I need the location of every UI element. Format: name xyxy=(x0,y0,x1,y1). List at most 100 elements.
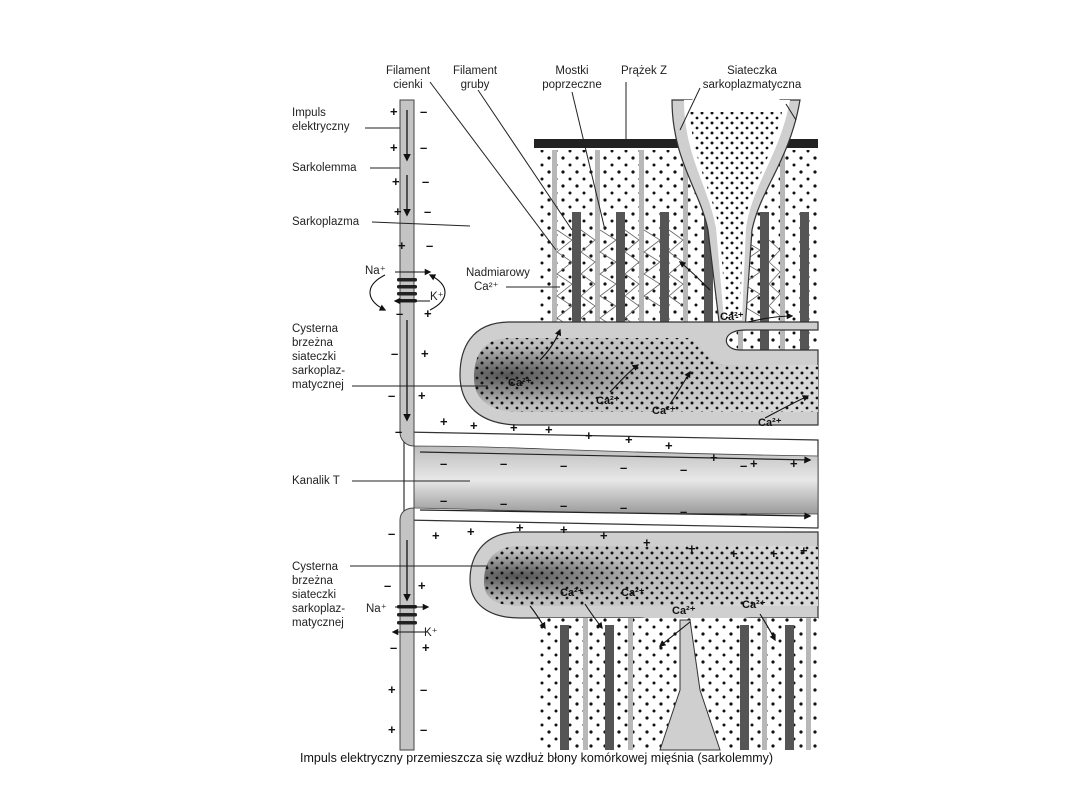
cistern-bottom-label-3: siateczki xyxy=(292,589,336,601)
svg-text:–: – xyxy=(740,458,747,473)
svg-text:+: + xyxy=(750,456,758,471)
svg-text:+: + xyxy=(418,388,426,403)
ca-label: Ca²⁺ xyxy=(758,417,782,429)
svg-text:–: – xyxy=(620,500,627,515)
cistern-bottom-label-5: matycznej xyxy=(292,617,344,629)
svg-text:+: + xyxy=(418,578,426,593)
svg-text:–: – xyxy=(740,506,747,521)
svg-text:+: + xyxy=(665,438,673,453)
svg-text:+: + xyxy=(688,541,696,556)
svg-text:–: – xyxy=(420,722,427,737)
svg-text:–: – xyxy=(388,526,395,541)
thick-filament-label-2: gruby xyxy=(461,79,490,91)
svg-text:+: + xyxy=(388,682,396,697)
sarcoplasm-label: Sarkoplazma xyxy=(292,216,360,228)
caption: Impuls elektryczny przemieszcza się wzdł… xyxy=(300,751,773,765)
sr-label-2: sarkoplazmatyczna xyxy=(703,79,802,91)
svg-text:+: + xyxy=(730,546,738,561)
svg-text:–: – xyxy=(440,493,447,508)
ca-label: Ca²⁺ xyxy=(720,311,744,323)
k-label-bottom: K⁺ xyxy=(424,627,438,639)
svg-text:+: + xyxy=(585,428,593,443)
svg-text:–: – xyxy=(426,238,433,253)
terminal-cistern-top xyxy=(459,321,819,426)
sarcolemma xyxy=(369,99,446,751)
charge-signs: +– +– +– +– +– –+ –+ –+ –+ ++ ++ ++ +++ … xyxy=(384,104,808,737)
cistern-top-label-4: sarkoplaz- xyxy=(292,365,345,377)
z-line xyxy=(534,139,818,148)
t-tubule-label: Kanalik T xyxy=(292,475,340,487)
svg-text:+: + xyxy=(600,528,608,543)
leader-lines xyxy=(350,81,797,567)
ca-label: Ca²⁺ xyxy=(560,587,584,599)
cistern-bottom-label: Cysterna xyxy=(292,561,339,573)
na-label: Na⁺ xyxy=(365,265,386,277)
sarcolemma-label: Sarkolemma xyxy=(292,162,357,174)
svg-text:–: – xyxy=(388,388,395,403)
svg-text:+: + xyxy=(390,104,398,119)
t-tubule xyxy=(403,431,819,529)
excess-ca-label-2: Ca²⁺ xyxy=(474,281,499,293)
ca-label: Ca²⁺ xyxy=(652,405,676,417)
svg-text:+: + xyxy=(421,346,429,361)
svg-text:–: – xyxy=(420,104,427,119)
myofibril-bottom xyxy=(540,618,818,751)
svg-text:+: + xyxy=(545,422,553,437)
svg-text:–: – xyxy=(560,458,567,473)
ca-label: Ca²⁺ xyxy=(621,587,645,599)
na-label-bottom: Na⁺ xyxy=(366,603,387,615)
svg-text:+: + xyxy=(388,722,396,737)
svg-text:+: + xyxy=(516,520,524,535)
cistern-top-label-3: siateczki xyxy=(292,351,336,363)
excess-ca-label: Nadmiarowy xyxy=(466,267,530,279)
svg-text:+: + xyxy=(440,414,448,429)
svg-text:+: + xyxy=(432,528,440,543)
svg-text:–: – xyxy=(420,682,427,697)
impulse-label-2: elektryczny xyxy=(292,121,350,133)
calcium-labels: Ca²⁺ Ca²⁺ Ca²⁺ Ca²⁺ Ca²⁺ Ca²⁺ Ca²⁺ Ca²⁺ … xyxy=(508,311,782,617)
thin-filament-label: Filament xyxy=(386,65,431,77)
cross-bridges-label-2: poprzeczne xyxy=(542,79,601,91)
svg-text:–: – xyxy=(500,456,507,471)
svg-text:+: + xyxy=(390,140,398,155)
cistern-bottom-label-2: brzeżna xyxy=(292,575,334,587)
svg-text:–: – xyxy=(384,578,391,593)
svg-text:+: + xyxy=(643,535,651,550)
impulse-label: Impuls xyxy=(292,107,326,119)
svg-text:+: + xyxy=(510,420,518,435)
cistern-top-label: Cysterna xyxy=(292,323,339,335)
ca-label: Ca²⁺ xyxy=(596,395,620,407)
svg-text:+: + xyxy=(422,640,430,655)
svg-text:+: + xyxy=(625,432,633,447)
svg-text:–: – xyxy=(396,306,403,321)
svg-text:+: + xyxy=(470,418,478,433)
svg-text:–: – xyxy=(391,346,398,361)
terminal-cistern-bottom xyxy=(469,531,819,681)
sr-label: Siateczka xyxy=(727,65,777,77)
svg-text:+: + xyxy=(790,456,798,471)
svg-text:–: – xyxy=(500,496,507,511)
cistern-top-label-2: brzeżna xyxy=(292,337,334,349)
svg-text:–: – xyxy=(420,140,427,155)
svg-text:–: – xyxy=(440,456,447,471)
sr-tubule-top xyxy=(671,99,801,331)
ca-label: Ca²⁺ xyxy=(672,605,696,617)
cross-bridges-label: Mostki xyxy=(555,65,588,77)
k-label: K⁺ xyxy=(430,291,444,303)
svg-text:+: + xyxy=(800,543,808,558)
svg-text:–: – xyxy=(395,424,402,439)
svg-text:–: – xyxy=(390,640,397,655)
ca-label: Ca²⁺ xyxy=(742,599,766,611)
svg-text:–: – xyxy=(560,498,567,513)
thick-filament-label: Filament xyxy=(453,65,498,77)
labels: Filament cienki Filament gruby Mostki po… xyxy=(292,65,802,639)
svg-text:+: + xyxy=(392,174,400,189)
svg-text:+: + xyxy=(467,524,475,539)
svg-text:+: + xyxy=(770,546,778,561)
z-line-label: Prążek Z xyxy=(621,65,667,77)
ca-label: Ca²⁺ xyxy=(508,377,532,389)
svg-text:–: – xyxy=(680,504,687,519)
svg-text:–: – xyxy=(620,460,627,475)
svg-text:+: + xyxy=(398,238,406,253)
